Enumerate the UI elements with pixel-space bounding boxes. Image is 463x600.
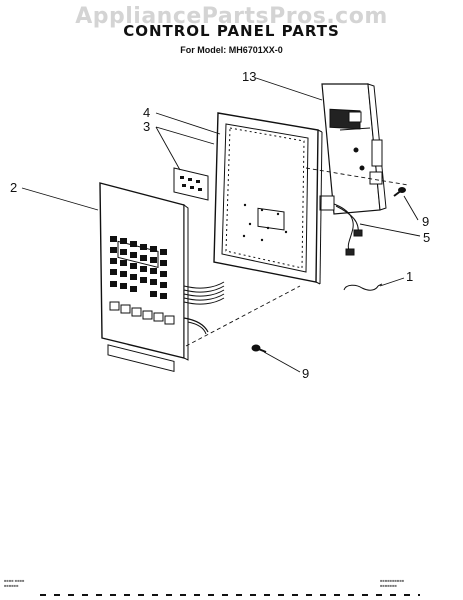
footer-right-fineprint: ■■■■■■■■■■■■■■■■■ <box>380 578 405 588</box>
callout-2: 2 <box>10 180 18 195</box>
diagram-title: CONTROL PANEL PARTS <box>123 22 340 40</box>
callout-9-lower: 9 <box>302 366 310 381</box>
svg-text:8888: 8888 <box>331 97 355 108</box>
leader-lines <box>21 77 421 373</box>
keypad-bottom-keys <box>107 301 175 373</box>
footer-left-fineprint: ■■■■ ■■■■■■■■■■ <box>4 578 25 588</box>
watermark: AppliancePartsPros.com <box>75 4 388 29</box>
callout-1: 1 <box>406 269 414 284</box>
part-5-wire-harness <box>319 195 363 256</box>
part-9-screw-lower <box>251 344 267 353</box>
frame-detail-dots <box>242 203 288 242</box>
callout-3: 3 <box>143 119 151 134</box>
callout-4: 4 <box>143 105 151 120</box>
part-2-touch-panel <box>99 182 225 373</box>
part-4-control-frame <box>213 112 323 285</box>
part-13-control-board: 8888 <box>321 83 387 215</box>
footer-rule <box>40 594 420 596</box>
diagram-subtitle: For Model: MH6701XX-0 <box>180 45 283 55</box>
ribbon-cable <box>183 281 225 335</box>
keypad-keys <box>110 236 167 299</box>
callout-9-upper: 9 <box>422 214 430 229</box>
part-1-clip <box>343 283 383 291</box>
callout-13: 13 <box>242 69 257 84</box>
part-3-bracket <box>173 167 209 201</box>
part-9-screw-upper <box>393 187 406 197</box>
callout-5: 5 <box>423 230 431 245</box>
